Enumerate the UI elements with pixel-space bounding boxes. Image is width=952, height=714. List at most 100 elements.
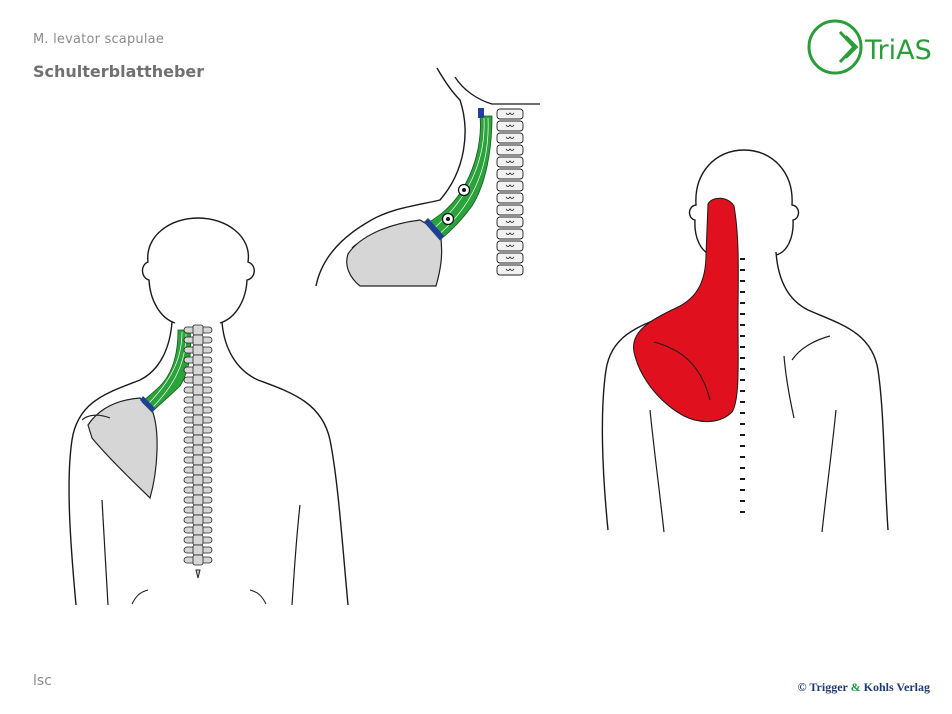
vertebra [183, 504, 213, 516]
vertebra [183, 524, 213, 536]
spine-dot [740, 434, 745, 436]
torso-outline [221, 321, 349, 606]
waist-line [131, 589, 149, 605]
vertebra [496, 192, 524, 204]
head-profile-outline [454, 76, 540, 105]
copyright-amp: & [850, 680, 861, 694]
head-outline [688, 149, 800, 256]
copyright-suffix: Kohls Verlag [860, 680, 930, 694]
vertebra [496, 228, 524, 240]
spine-dots [740, 258, 745, 513]
arm-line [649, 409, 665, 533]
vertebra [183, 454, 213, 466]
spine-dot [740, 489, 745, 491]
spine-dot [740, 500, 745, 502]
logo-chevron-icon [845, 35, 859, 59]
spine-dot [740, 302, 745, 304]
vertebra [183, 384, 213, 396]
head-profile-outline [315, 67, 466, 287]
vertebra [496, 156, 524, 168]
vertebra [183, 544, 213, 556]
vertebra [496, 144, 524, 156]
spine-dot [740, 324, 745, 326]
acromion [81, 414, 111, 421]
scapula-contour [783, 355, 795, 419]
copyright-prefix: © Trigger [797, 680, 851, 694]
spine-dot [740, 313, 745, 315]
vertebra [183, 444, 213, 456]
vertebra [183, 434, 213, 446]
pain-zone-contour [653, 341, 711, 401]
vertebra [183, 414, 213, 426]
vertebra [183, 464, 213, 476]
arm-line [291, 504, 301, 606]
pain-referral-figure [601, 149, 889, 533]
vertebra [496, 240, 524, 252]
spine-dot [740, 258, 745, 260]
vertebra [183, 494, 213, 506]
levator-scapulae-muscle [425, 115, 493, 241]
scapula-contour [791, 335, 831, 361]
cervical-spine [496, 108, 524, 276]
trias-logo: TriAS [807, 19, 932, 75]
vertebra [496, 180, 524, 192]
spine-dot [740, 511, 745, 513]
trigger-point-icon [441, 212, 455, 226]
coccyx [195, 569, 201, 579]
spine [183, 324, 213, 579]
copyright-notice: © Trigger & Kohls Verlag [798, 680, 930, 695]
levator-scapulae-muscle [141, 329, 192, 413]
pain-zone [633, 197, 739, 422]
spine-dot [740, 269, 745, 271]
spine-dot [740, 346, 745, 348]
spine-dot [740, 390, 745, 392]
vertebra [496, 216, 524, 228]
trigger-point-icon [457, 183, 471, 197]
vertebra [496, 108, 524, 120]
vertebra [183, 474, 213, 486]
vertebra [183, 554, 213, 566]
head-outline [141, 217, 255, 324]
vertebra [183, 394, 213, 406]
spine-dot [740, 357, 745, 359]
scapula [346, 219, 443, 287]
vertebra [183, 424, 213, 436]
muscle-tendon [140, 396, 155, 412]
lateral-neck-figure [315, 67, 540, 287]
muscle-fiber [436, 117, 489, 237]
vertebra [183, 404, 213, 416]
vertebra [496, 252, 524, 264]
spine-dot [740, 445, 745, 447]
torso-outline [775, 251, 889, 531]
arm-line [101, 499, 109, 606]
torso-outline [68, 321, 173, 606]
vertebra [496, 168, 524, 180]
muscle-tendon [478, 108, 484, 118]
spine-dot [740, 368, 745, 370]
spine-dot [740, 335, 745, 337]
footer-label: lsc [33, 673, 52, 689]
spine-dot [740, 467, 745, 469]
vertebra [183, 514, 213, 526]
spine-dot [740, 412, 745, 414]
spine-dot [740, 423, 745, 425]
logo-circle-icon [807, 19, 863, 75]
spine-dot [740, 478, 745, 480]
vertebra [183, 534, 213, 546]
spine-dot [740, 280, 745, 282]
waist-line [249, 589, 267, 605]
figure-title: Schulterblattheber [33, 62, 205, 81]
spine-dot [740, 456, 745, 458]
muscle-fiber [147, 331, 183, 405]
back-view-muscle-figure [68, 217, 349, 606]
vertebra [183, 374, 213, 386]
logo-text: TriAS [864, 35, 932, 66]
muscle-tendon [424, 218, 444, 240]
vertebra [183, 484, 213, 496]
vertebra [496, 132, 524, 144]
scapula [87, 397, 158, 500]
spine-dot [740, 379, 745, 381]
vertebra [496, 204, 524, 216]
spine-dot [740, 291, 745, 293]
